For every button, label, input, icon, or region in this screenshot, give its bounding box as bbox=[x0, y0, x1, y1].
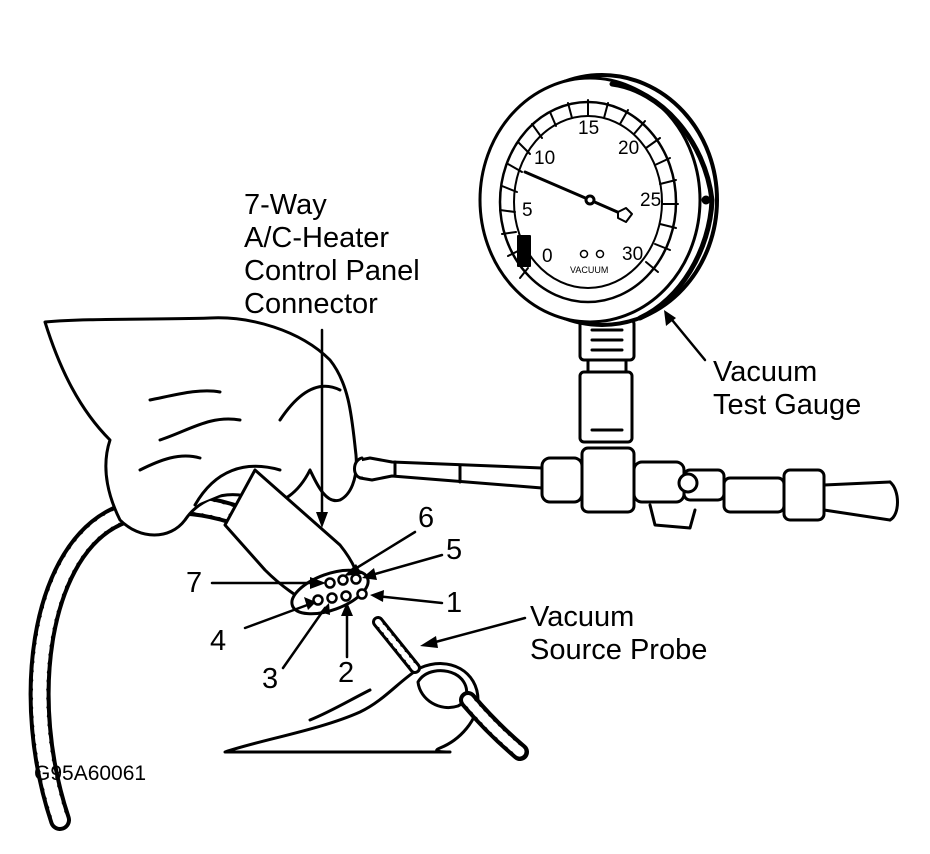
gauge-label: Vacuum Test Gauge bbox=[713, 356, 861, 422]
gauge-label-line2: Test Gauge bbox=[713, 389, 862, 421]
gauge-housing bbox=[478, 73, 719, 327]
pin-number-2: 2 bbox=[338, 657, 355, 689]
figure-code: G95A60061 bbox=[34, 762, 147, 785]
connector-label-line2: A/C-Heater bbox=[244, 222, 390, 254]
leader-lines bbox=[210, 313, 707, 670]
gauge-leader bbox=[666, 313, 707, 362]
vacuum-line bbox=[353, 456, 544, 490]
gauge-stem bbox=[578, 318, 636, 444]
dial-face-text: VACUUM bbox=[570, 265, 608, 275]
pin1-arrow bbox=[374, 594, 444, 605]
dial-tick-30: 30 bbox=[622, 244, 643, 265]
dial-tick-0: 0 bbox=[542, 246, 553, 267]
vacuum-source-probe bbox=[372, 616, 529, 761]
gauge-label-line1: Vacuum bbox=[713, 356, 818, 388]
connector-label-line3: Control Panel bbox=[244, 255, 420, 287]
gauge-dial-numbers: 0 5 10 15 20 25 30 VACUUM bbox=[522, 118, 661, 275]
pin-number-7: 7 bbox=[186, 567, 203, 599]
gauge-needle bbox=[523, 170, 633, 223]
probe-label-line2: Source Probe bbox=[530, 634, 708, 666]
connector-label-line4: Connector bbox=[244, 288, 378, 320]
dial-tick-25: 25 bbox=[640, 190, 661, 211]
pin6-arrow bbox=[348, 530, 417, 574]
pin-number-1: 1 bbox=[446, 587, 463, 619]
connector-body bbox=[223, 468, 370, 616]
pin-number-6: 6 bbox=[418, 502, 435, 534]
dial-tick-10: 10 bbox=[534, 148, 555, 169]
probe-leader bbox=[426, 616, 527, 646]
dial-tick-20: 20 bbox=[618, 138, 639, 159]
dial-tick-5: 5 bbox=[522, 200, 533, 221]
connector-label: 7-Way A/C-Heater Control Panel Connector bbox=[244, 189, 420, 321]
probe-label: Vacuum Source Probe bbox=[530, 601, 707, 667]
pin5-arrow bbox=[366, 553, 444, 578]
pin-number-3: 3 bbox=[262, 663, 279, 695]
dial-tick-15: 15 bbox=[578, 118, 599, 139]
arrowheads bbox=[304, 310, 676, 648]
pin4-arrow bbox=[243, 602, 312, 630]
connector-label-line1: 7-Way bbox=[244, 189, 327, 221]
tee-fitting bbox=[540, 446, 899, 530]
gauge-scale bbox=[499, 99, 679, 279]
right-hand bbox=[223, 662, 480, 754]
pin-number-4: 4 bbox=[210, 625, 227, 657]
probe-label-line1: Vacuum bbox=[530, 601, 635, 633]
gauge-face-dots bbox=[579, 249, 605, 259]
pin-number-5: 5 bbox=[446, 534, 463, 566]
pin3-arrow bbox=[281, 606, 327, 670]
